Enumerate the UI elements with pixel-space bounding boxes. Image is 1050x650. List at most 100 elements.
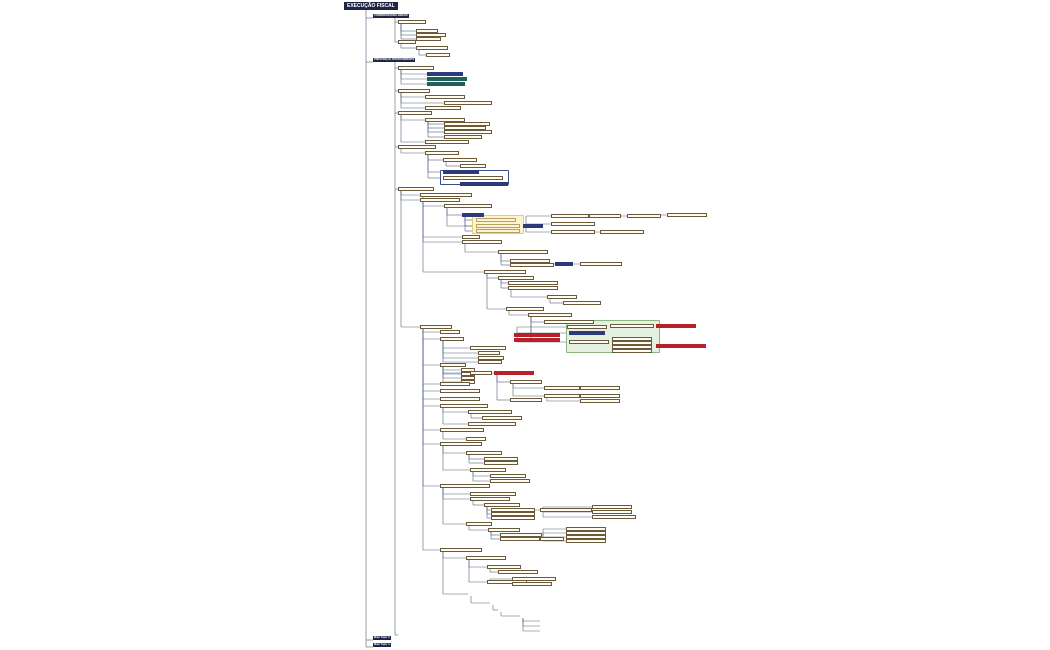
topic-node[interactable] — [470, 468, 506, 472]
topic-node[interactable] — [656, 324, 696, 328]
topic-node[interactable] — [589, 214, 621, 218]
topic-node[interactable] — [512, 582, 552, 586]
topic-node[interactable] — [440, 548, 482, 552]
topic-node[interactable] — [461, 376, 475, 380]
topic-node[interactable] — [566, 539, 606, 543]
topic-node[interactable] — [580, 394, 620, 398]
topic-node[interactable] — [476, 224, 520, 228]
topic-node[interactable] — [592, 515, 636, 519]
topic-node[interactable] — [540, 508, 592, 512]
topic-node[interactable] — [398, 187, 434, 191]
topic-node[interactable] — [514, 333, 560, 337]
topic-node[interactable] — [398, 66, 434, 70]
topic-node[interactable] — [416, 33, 446, 37]
topic-node[interactable] — [398, 145, 436, 149]
topic-node[interactable] — [443, 158, 477, 162]
topic-node[interactable] — [398, 40, 416, 44]
topic-node[interactable] — [425, 140, 469, 144]
topic-node[interactable] — [569, 331, 605, 335]
topic-node[interactable] — [444, 126, 486, 130]
topic-node[interactable] — [478, 356, 504, 360]
topic-node[interactable] — [470, 346, 506, 350]
topic-node[interactable] — [612, 345, 652, 349]
topic-node[interactable] — [490, 479, 530, 483]
topic-node[interactable] — [478, 351, 500, 355]
topic-node[interactable] — [398, 20, 426, 24]
topic-node[interactable] — [547, 295, 577, 299]
topic-node[interactable] — [498, 250, 548, 254]
topic-node[interactable] — [592, 505, 632, 509]
topic-node[interactable] — [484, 461, 518, 465]
topic-node[interactable] — [426, 53, 450, 57]
topic-node[interactable] — [440, 428, 484, 432]
topic-node[interactable] — [491, 508, 535, 512]
topic-node[interactable] — [580, 386, 620, 390]
topic-node[interactable] — [427, 82, 465, 86]
topic-node[interactable] — [488, 528, 520, 532]
topic-node[interactable] — [478, 360, 502, 364]
root-topic[interactable]: EXECUÇÃO FISCAL — [344, 2, 398, 10]
topic-node[interactable] — [440, 330, 460, 334]
topic-node[interactable] — [506, 307, 544, 311]
topic-node[interactable] — [544, 394, 580, 398]
topic-node[interactable] — [612, 341, 652, 345]
topic-node[interactable] — [612, 337, 652, 341]
topic-node[interactable] — [440, 484, 490, 488]
topic-node[interactable] — [544, 320, 594, 324]
topic-node[interactable] — [510, 398, 542, 402]
topic-node[interactable] — [468, 422, 516, 426]
topic-node[interactable] — [470, 371, 492, 375]
topic-node[interactable] — [466, 522, 492, 526]
topic-node[interactable] — [580, 262, 622, 266]
topic-node[interactable] — [510, 263, 554, 267]
topic-node[interactable] — [416, 37, 441, 41]
topic-node[interactable] — [466, 556, 506, 560]
topic-node[interactable] — [425, 95, 465, 99]
topic-node[interactable] — [440, 337, 464, 341]
topic-node[interactable] — [444, 101, 492, 105]
topic-node[interactable] — [600, 230, 644, 234]
topic-node[interactable] — [580, 399, 620, 403]
topic-node[interactable] — [510, 259, 550, 263]
topic-node[interactable] — [569, 340, 609, 344]
topic-node[interactable] — [551, 222, 595, 226]
topic-node[interactable] — [523, 224, 543, 228]
topic-node[interactable] — [566, 535, 606, 539]
topic-node[interactable] — [512, 577, 556, 581]
topic-node[interactable] — [484, 457, 518, 461]
topic-node[interactable] — [508, 281, 558, 285]
topic-node[interactable] — [444, 204, 492, 208]
topic-node[interactable] — [425, 151, 459, 155]
topic-node[interactable] — [563, 301, 601, 305]
topic-node[interactable] — [482, 416, 522, 420]
topic-node[interactable] — [514, 338, 560, 342]
topic-node[interactable] — [398, 111, 432, 115]
topic-node[interactable] — [444, 130, 492, 134]
topic-node[interactable] — [490, 474, 526, 478]
topic-node[interactable] — [484, 270, 526, 274]
topic-node[interactable] — [460, 182, 508, 186]
topic-node[interactable] — [610, 324, 654, 328]
topic-node[interactable] — [462, 235, 480, 239]
topic-node[interactable] — [567, 325, 607, 329]
topic-node[interactable] — [470, 497, 510, 501]
topic-node[interactable] — [498, 276, 534, 280]
topic-node[interactable] — [420, 325, 452, 329]
topic-node[interactable] — [420, 193, 472, 197]
topic-node[interactable] — [443, 176, 503, 180]
topic-node[interactable] — [498, 570, 538, 574]
topic-node[interactable] — [476, 229, 520, 233]
topic-node[interactable] — [427, 77, 467, 81]
topic-node[interactable] — [440, 363, 466, 367]
topic-node[interactable] — [416, 29, 438, 33]
topic-node[interactable] — [398, 89, 430, 93]
topic-node[interactable] — [612, 349, 652, 353]
topic-node[interactable] — [444, 135, 482, 139]
topic-node[interactable] — [476, 218, 516, 222]
topic-node[interactable] — [425, 118, 465, 122]
topic-node[interactable] — [427, 72, 463, 76]
topic-node[interactable] — [528, 313, 572, 317]
topic-node[interactable] — [466, 451, 502, 455]
topic-node[interactable] — [487, 565, 521, 569]
topic-node[interactable] — [540, 537, 564, 541]
